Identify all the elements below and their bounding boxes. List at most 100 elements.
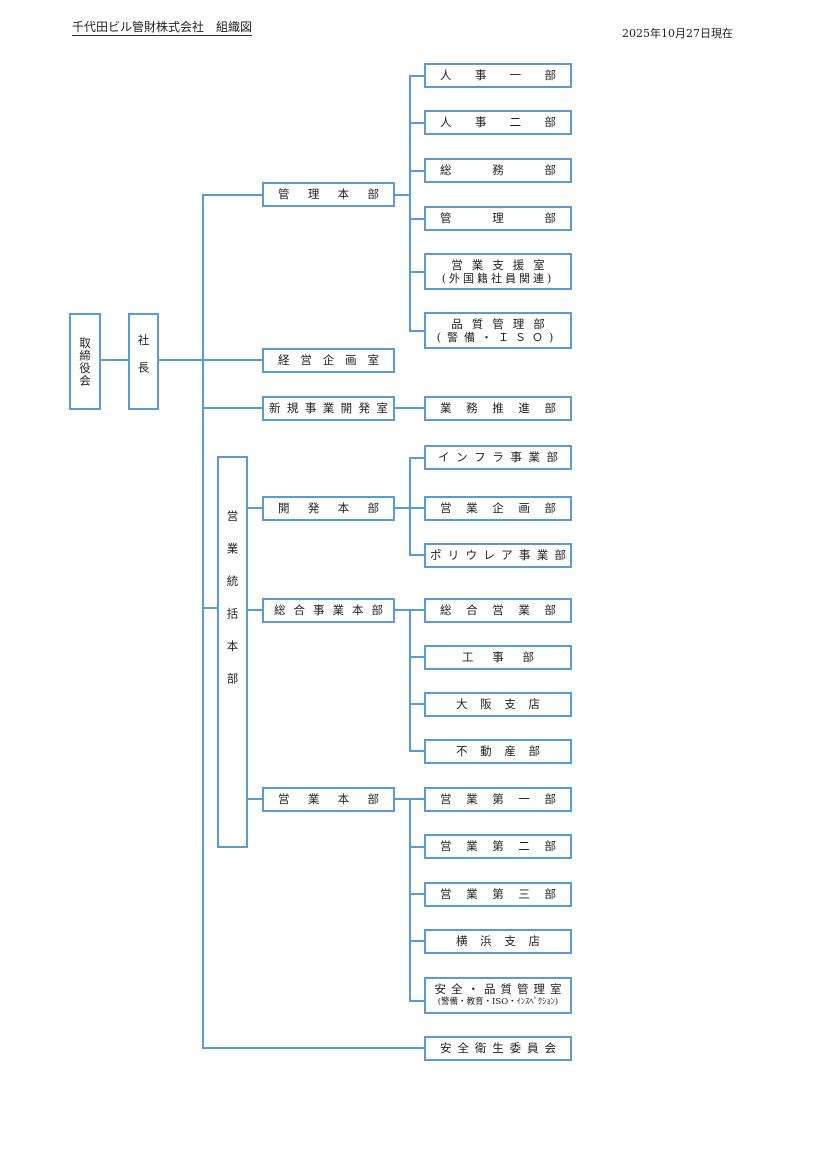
sales-general-hq-box: 営業統括本部 (217, 456, 248, 848)
dept-label: 工事部 (426, 651, 570, 664)
label-char: 総 (440, 603, 452, 617)
label-char: 支 (504, 697, 516, 711)
label-char: 浜 (480, 934, 492, 948)
label-char: 横 (456, 934, 468, 948)
president-label: 社長 (136, 334, 151, 389)
label-char: 部 (544, 115, 556, 129)
label-char: 開 (278, 501, 290, 515)
label-char: 会 (544, 1041, 556, 1055)
label-char: 第 (492, 839, 504, 853)
sales-dept-1-box: 営業第一部 (424, 787, 572, 812)
dept-label: 品質管理部 (451, 316, 554, 331)
osaka-branch-box: 大阪支店 (424, 692, 572, 717)
branch-tick (409, 750, 424, 752)
connector-anzen-eisei (202, 1047, 424, 1049)
label-char: 員 (527, 1041, 539, 1055)
label-char: 生 (492, 1041, 504, 1055)
dept-label: 人事二部 (426, 116, 570, 129)
label-char: 推 (492, 401, 504, 415)
label-char: 新 (269, 401, 281, 415)
label-char: 安 (440, 1041, 452, 1055)
new-business-dev-label: 新規事業開発室 (264, 402, 393, 415)
label-char: 店 (528, 934, 540, 948)
label-char: ウ (465, 548, 478, 562)
label-char: 事 (304, 401, 317, 415)
dept-label: 営業支援室 (451, 257, 554, 272)
branch-tick (409, 846, 424, 848)
label-char: 画 (518, 501, 530, 515)
label-char: 支 (504, 934, 516, 948)
label-char: 経 (278, 353, 290, 367)
label-char: 事 (313, 603, 325, 617)
label-char: 部 (528, 744, 540, 758)
sales-dept-3-box: 営業第三部 (424, 882, 572, 907)
label-char: 本 (352, 603, 364, 617)
label-char: 営 (300, 353, 312, 367)
branch-tick (409, 1000, 424, 1002)
label-char: 開 (340, 401, 353, 415)
label-char: 業 (322, 401, 335, 415)
dept-label: 総合営業部 (426, 604, 570, 617)
label-char: 不 (456, 744, 468, 758)
label-char: 部 (367, 187, 379, 201)
branch-tick (409, 75, 424, 77)
label-char: 衛 (474, 1041, 487, 1055)
label-char: 阪 (480, 697, 492, 711)
general-business-hq-box: 総合事業本部 (262, 598, 395, 623)
connector-eigyo (247, 798, 262, 800)
connector-shinki-child (394, 407, 424, 409)
dept-label: ポリウレア事業部 (426, 549, 570, 562)
label-char: 産 (504, 744, 516, 758)
committee-label: 安全衛生委員会 (426, 1042, 570, 1055)
dept-label: 総務部 (426, 164, 570, 177)
yokohama-branch-box: 横浜支店 (424, 929, 572, 954)
label-char: 営 (440, 501, 452, 515)
connector-tokatsu (202, 607, 217, 609)
safety-quality-office-box: 安全・品質管理室 (警備・教育・ISO・ｲﾝｽﾍﾟｸｼｮﾝ) (424, 977, 572, 1014)
label-char: 事 (510, 450, 522, 464)
development-hq-label: 開発本部 (264, 502, 393, 515)
corporate-planning-label: 経営企画室 (264, 354, 393, 367)
connector-president-trunk (158, 359, 262, 361)
label-char: 大 (456, 697, 468, 711)
dept-sublabel: (警備・教育・ISO・ｲﾝｽﾍﾟｸｼｮﾝ) (437, 996, 559, 1007)
management-dept-box: 管理部 (424, 206, 572, 231)
label-char: 営 (440, 839, 452, 853)
label-char: 企 (322, 353, 335, 367)
general-business-hq-label: 総合事業本部 (264, 604, 393, 617)
branch-tick (409, 218, 424, 220)
new-business-dev-box: 新規事業開発室 (262, 396, 395, 421)
connector-sogo (247, 609, 262, 611)
branch-tick (409, 554, 424, 556)
dept-label: 営業企画部 (426, 502, 570, 515)
label-char: 部 (367, 792, 379, 806)
label-char: 二 (518, 839, 530, 853)
business-promotion-box: 業務推進部 (424, 396, 572, 421)
development-hq-box: 開発本部 (262, 496, 395, 521)
label-char: 画 (345, 353, 357, 367)
label-char: 業 (332, 603, 345, 617)
branch-tick (409, 330, 424, 332)
label-char: 部 (367, 501, 379, 515)
label-char: 部 (544, 401, 557, 415)
label-char: 業 (466, 839, 478, 853)
label-char: リ (447, 548, 460, 562)
label-char: 営 (440, 887, 452, 901)
connector-kaihatsu (247, 507, 262, 509)
president-box: 社長 (128, 313, 159, 410)
label-char: 発 (307, 501, 320, 515)
label-char: 業 (466, 887, 478, 901)
label-char: 総 (440, 163, 452, 177)
sales-planning-box: 営業企画部 (424, 496, 572, 521)
label-char: 二 (509, 115, 522, 129)
branch-tick (409, 122, 424, 124)
label-char: 部 (544, 68, 556, 82)
hr-dept-2-box: 人事二部 (424, 110, 572, 135)
sogo-branch-trunk (409, 609, 411, 751)
label-char: 業 (518, 603, 530, 617)
connector-kanri-branch (394, 194, 410, 196)
label-char: ラ (492, 450, 504, 464)
label-char: 営 (440, 792, 452, 806)
eigyo-branch-trunk (409, 798, 411, 1001)
label-char: 部 (544, 501, 557, 515)
